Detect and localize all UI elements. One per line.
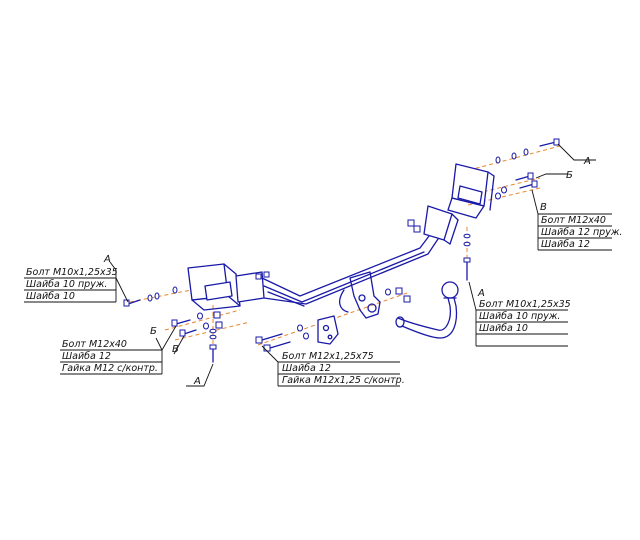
callout-left-top-line-2: Шайба 10 пруж. bbox=[26, 279, 107, 290]
callout-right-top: Болт М12х40 Шайба 12 пруж. Шайба 12 bbox=[541, 215, 622, 250]
right-bracket bbox=[447, 163, 495, 219]
main-crossbar bbox=[235, 205, 459, 307]
callout-right-top-line-3: Шайба 12 bbox=[541, 239, 590, 250]
marker-v-right: В bbox=[540, 202, 547, 213]
callout-right-top-line-2: Шайба 12 пруж. bbox=[541, 227, 622, 238]
leader-lines bbox=[24, 143, 612, 387]
left-bracket bbox=[187, 263, 241, 311]
hardware-items bbox=[123, 138, 560, 363]
callout-left-top-line-3: Шайба 10 bbox=[26, 291, 75, 302]
callout-center-bottom: Болт М12х1,25х75 Шайба 12 Гайка М12х1,25… bbox=[282, 351, 405, 386]
callout-center-line-1: Болт М12х1,25х75 bbox=[282, 351, 374, 362]
callout-right-bottom-line-3: Шайба 10 bbox=[479, 323, 528, 334]
marker-a-left-top: А bbox=[103, 254, 111, 265]
marker-b-left: Б bbox=[150, 326, 157, 337]
callout-center-line-3: Гайка М12х1,25 с/контр. bbox=[282, 375, 405, 386]
callout-left-top: Болт М10х1,25х35 Шайба 10 пруж. Шайба 10 bbox=[26, 267, 118, 302]
left-bolt-head bbox=[123, 299, 130, 307]
callout-right-bottom-line-1: Болт М10х1,25х35 bbox=[479, 299, 571, 310]
callout-left-bottom-line-2: Шайба 12 bbox=[62, 351, 111, 362]
socket-plate bbox=[317, 315, 339, 345]
marker-a-left-bottom: А bbox=[193, 376, 201, 387]
callout-right-bottom: Болт М10х1,25х35 Шайба 10 пруж. Шайба 10 bbox=[479, 299, 571, 334]
marker-b-right: Б bbox=[566, 170, 573, 181]
marker-a-right-top: А bbox=[583, 156, 591, 167]
callout-left-bottom-line-1: Болт М12х40 bbox=[62, 339, 127, 350]
callout-center-line-2: Шайба 12 bbox=[282, 363, 331, 374]
callout-left-bottom-line-3: Гайка М12 с/контр. bbox=[62, 363, 158, 374]
left-washer bbox=[147, 294, 153, 302]
callout-left-bottom: Болт М12х40 Шайба 12 Гайка М12 с/контр. bbox=[62, 339, 158, 374]
marker-v-left: В bbox=[172, 344, 179, 355]
tow-ball-hook bbox=[395, 281, 459, 339]
callout-right-bottom-line-2: Шайба 10 пруж. bbox=[479, 311, 560, 322]
callout-right-top-line-1: Болт М12х40 bbox=[541, 215, 606, 226]
marker-a-right-bottom: А bbox=[477, 288, 485, 299]
ball-mount-holder bbox=[338, 271, 381, 319]
callout-left-top-line-1: Болт М10х1,25х35 bbox=[26, 267, 118, 278]
